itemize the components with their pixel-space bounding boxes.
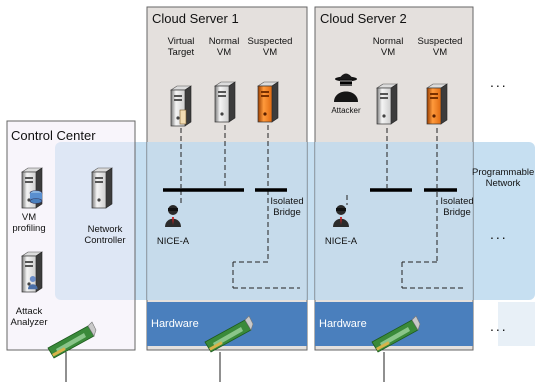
server-icon — [426, 83, 448, 125]
isolated-bridge-label-2: Isolated Bridge — [440, 196, 474, 218]
server-icon — [376, 83, 398, 125]
network-controller-label: Network Controller — [84, 224, 126, 246]
nice-a-label-2: NICE-A — [324, 236, 358, 247]
hardware-label-2: Hardware — [319, 318, 367, 330]
normal-vm-label-1: Normal VM — [208, 36, 240, 58]
cloud-server-2-title: Cloud Server 2 — [320, 11, 407, 26]
server-icon — [214, 81, 236, 123]
virtual-target-label: Virtual Target — [167, 36, 195, 58]
suspected-vm-label-1: Suspected VM — [247, 36, 293, 58]
control-center-box — [6, 120, 136, 351]
attacker-label: Attacker — [331, 106, 361, 115]
hardware-label-1: Hardware — [151, 318, 199, 330]
ellipsis-top: ... — [490, 74, 508, 90]
ellipsis-middle: ... — [490, 226, 508, 242]
ellipsis-bottom: ... — [490, 318, 508, 334]
database-icon — [29, 190, 43, 204]
programmable-network-label: Programmable Network — [472, 167, 535, 189]
normal-vm-label-2: Normal VM — [372, 36, 404, 58]
cloud-server-1-title: Cloud Server 1 — [152, 11, 239, 26]
suspected-vm-label-2: Suspected VM — [417, 36, 463, 58]
attack-analyzer-label: Attack Analyzer — [10, 306, 48, 328]
isolated-bridge-label-1: Isolated Bridge — [270, 196, 304, 218]
control-center-title: Control Center — [11, 128, 96, 143]
virtual-target-tag — [179, 109, 187, 125]
server-icon — [257, 81, 279, 123]
vm-profiling-label: VM profiling — [12, 212, 46, 234]
person-icon — [28, 276, 38, 290]
server-icon — [91, 167, 113, 209]
nice-a-label-1: NICE-A — [156, 236, 190, 247]
